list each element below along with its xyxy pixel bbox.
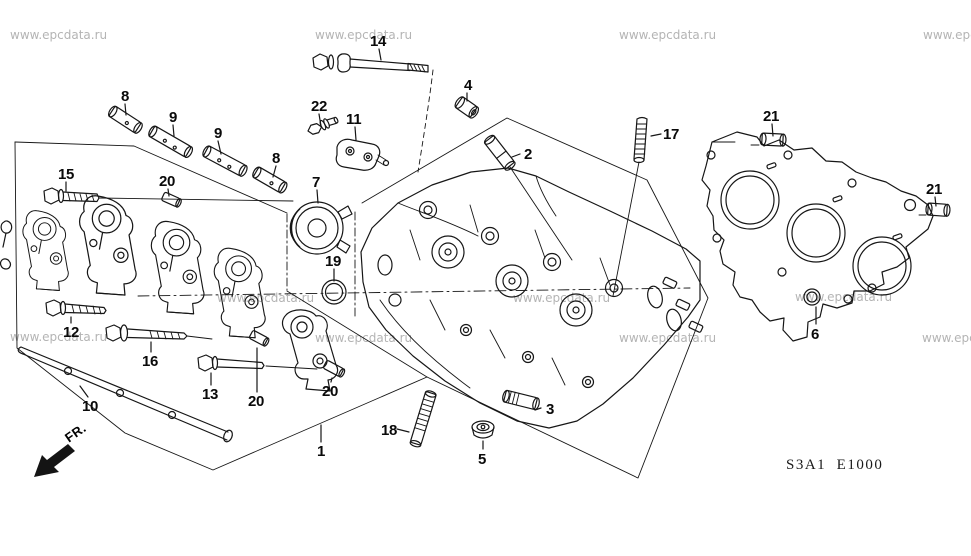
- diagram-code: S3A1 E1000: [786, 457, 884, 473]
- part-label-17: 17: [663, 126, 680, 143]
- part-label-9-a: 9: [169, 109, 178, 126]
- cam-seal-and-oring-drawing: [289, 201, 353, 305]
- part-label-6: 6: [811, 326, 820, 343]
- part-label-5: 5: [478, 451, 487, 468]
- part-label-16: 16: [142, 353, 159, 370]
- part-label-22: 22: [311, 98, 328, 115]
- head-studs-drawing: [409, 116, 648, 448]
- watermark: www.epcdata.ru: [315, 28, 413, 42]
- part-label-13: 13: [202, 386, 219, 403]
- watermark: www.epcdata.ru: [619, 331, 717, 345]
- part-label-20-a: 20: [159, 173, 176, 190]
- watermark: www.epcdata.ru: [10, 28, 108, 42]
- part-label-21-a: 21: [763, 108, 780, 125]
- part-label-2: 2: [524, 146, 533, 163]
- watermark: www.epcdata.ru: [10, 330, 108, 344]
- part-label-4: 4: [464, 77, 473, 94]
- part-label-12: 12: [63, 324, 80, 341]
- part-label-14: 14: [370, 33, 387, 50]
- part-label-1: 1: [317, 443, 326, 460]
- part-label-15: 15: [58, 166, 75, 183]
- watermark: www.epcdata.ru: [923, 28, 971, 42]
- leader-lines: [65, 48, 937, 450]
- part-label-8-b: 8: [272, 150, 281, 167]
- rocker-shaft-drawing: [17, 346, 233, 443]
- watermark: www.epcdata.ru: [217, 291, 315, 305]
- part-label-20-b: 20: [248, 393, 265, 410]
- part-label-20-c: 20: [322, 383, 339, 400]
- part-label-18: 18: [381, 422, 398, 439]
- front-direction-arrow: [34, 444, 75, 477]
- part-label-3: 3: [546, 401, 555, 418]
- part-label-11: 11: [346, 111, 362, 128]
- watermark: www.epcdata.ru: [513, 291, 611, 305]
- fasteners-drawing: [43, 53, 480, 378]
- part-label-8-a: 8: [121, 88, 130, 105]
- watermark: www.epcdata.ru: [619, 28, 717, 42]
- part-label-9-b: 9: [214, 125, 223, 142]
- part-label-7: 7: [312, 174, 321, 191]
- part-label-10: 10: [82, 398, 99, 415]
- head-gasket-drawing: [701, 131, 951, 342]
- assembly-outline-boxes: [14, 117, 709, 479]
- watermark: www.epcdata.ru: [922, 331, 971, 345]
- part-label-21-b: 21: [926, 181, 943, 198]
- cylinder-head-drawing: [360, 167, 704, 429]
- part-label-19: 19: [325, 253, 342, 270]
